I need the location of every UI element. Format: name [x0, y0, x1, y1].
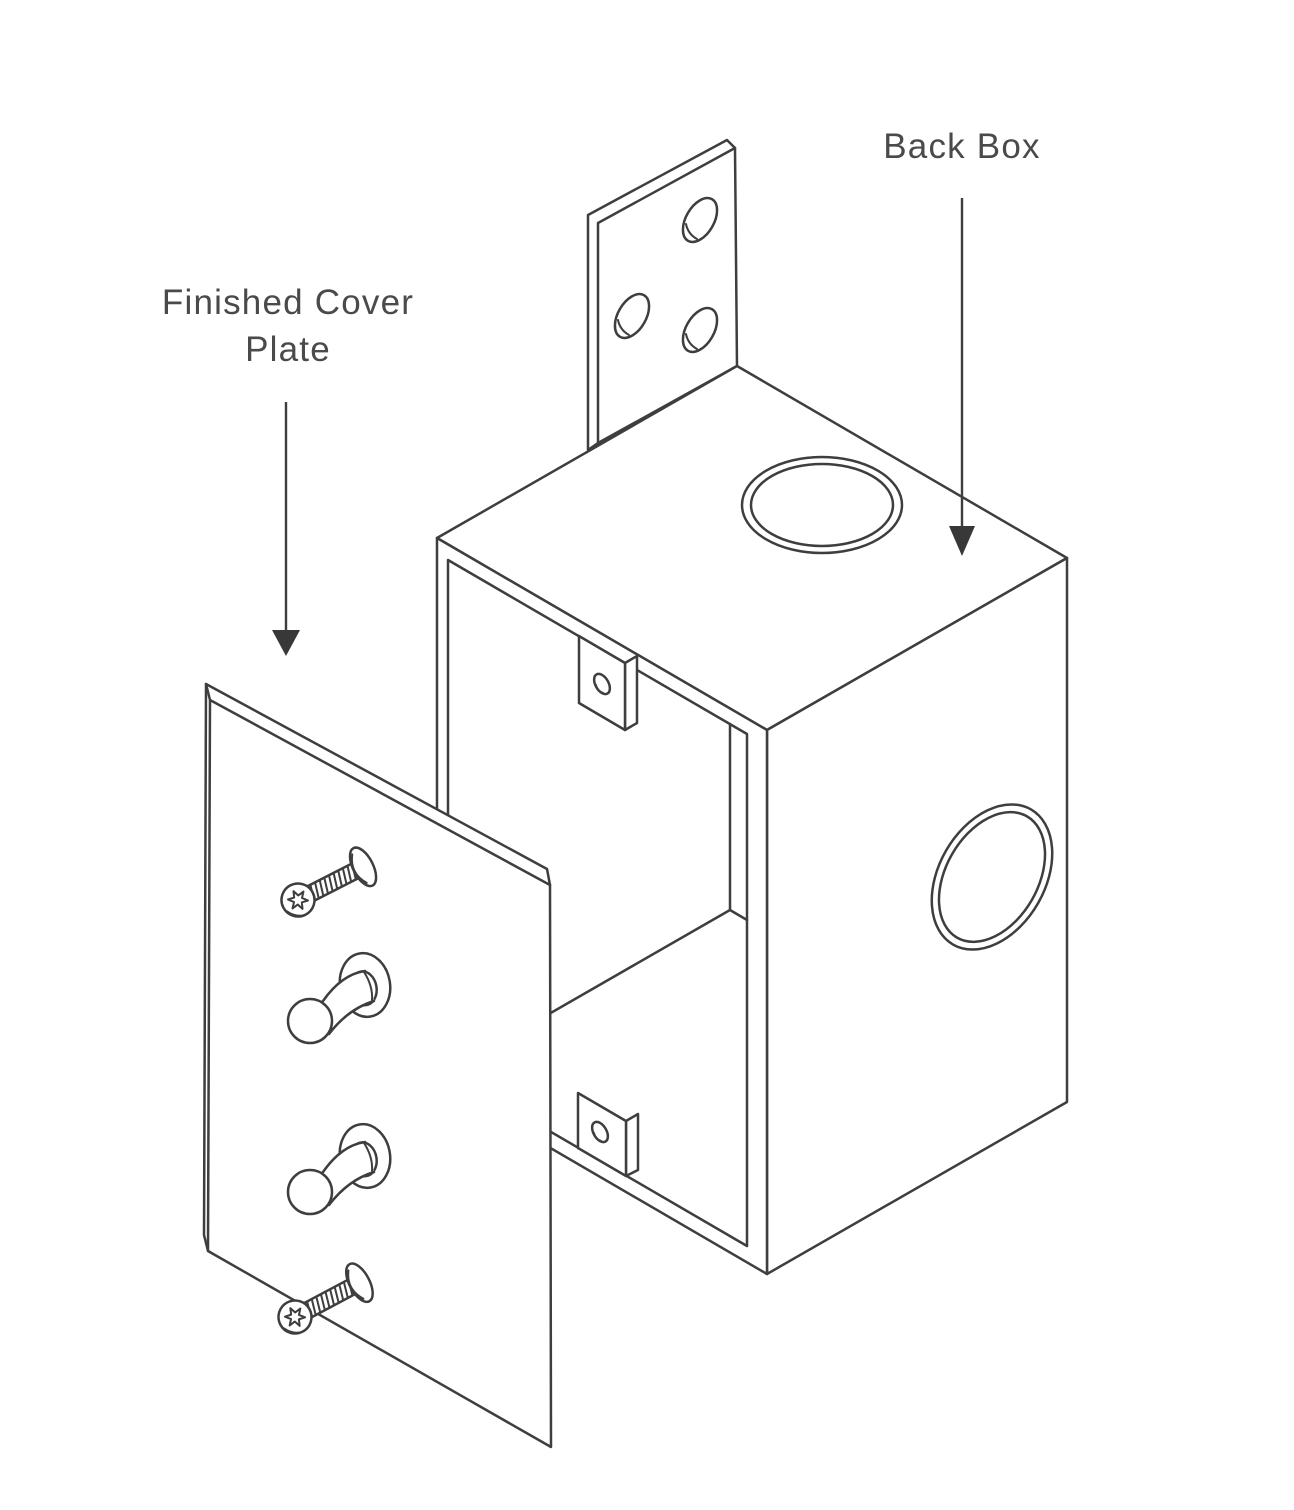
bracket-hole-left: [613, 292, 651, 340]
annotation-cover-plate: Finished Cover Plate: [162, 283, 414, 656]
screw-lug-top: [577, 634, 639, 732]
back-box-arrowhead-icon: [949, 526, 975, 556]
knockout-side: [930, 803, 1054, 951]
cover-plate-body: [202, 682, 553, 1449]
bracket-hole-top: [681, 196, 719, 244]
back-box-drawing: [435, 138, 1069, 1276]
cover-plate-drawing: [202, 682, 553, 1449]
knockout-top: [740, 455, 904, 555]
cover-plate-label-line2: Plate: [245, 330, 331, 369]
bracket-hole-right: [681, 306, 719, 354]
screw-lug-bottom: [576, 1091, 640, 1178]
cover-plate-label-line1: Finished Cover: [162, 283, 414, 322]
annotation-back-box: Back Box: [883, 127, 1040, 556]
back-box-label: Back Box: [883, 127, 1040, 166]
cover-plate-arrowhead-icon: [272, 630, 300, 656]
